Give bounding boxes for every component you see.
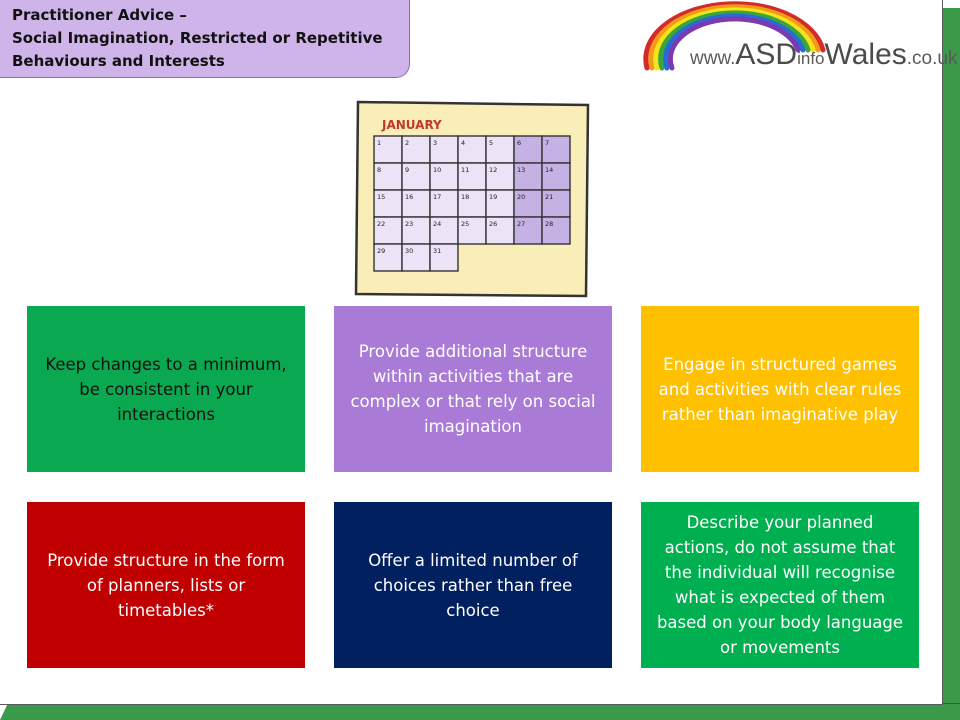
logo-wales: Wales [824,38,907,71]
calendar-day-cell [429,243,459,272]
calendar-day-number: 19 [489,193,497,201]
calendar-day-number: 13 [517,166,525,174]
advice-card-structure-activities: Provide additional structure within acti… [334,306,612,472]
calendar-day-number: 8 [377,166,381,174]
calendar-day-number: 22 [377,220,385,228]
calendar-day-number: 15 [377,193,385,201]
calendar-day-number: 23 [405,220,413,228]
title-line-2: Social Imagination, Restricted or Repeti… [12,29,383,47]
calendar-day-number: 28 [545,220,553,228]
calendar-day-cell [485,162,515,191]
logo-text: www.ASDinfoWales.co.uk [690,38,957,72]
calendar-day-number: 7 [545,139,549,147]
calendar-day-number: 3 [433,139,437,147]
asdinfowales-logo: www.ASDinfoWales.co.uk [640,0,957,72]
calendar-day-number: 30 [405,247,413,255]
advice-card-consistency: Keep changes to a minimum, be consistent… [27,306,305,472]
calendar-day-number: 16 [405,193,413,201]
advice-card-describe-actions: Describe your planned actions, do not as… [641,502,919,668]
rainbow-arc [643,1,826,71]
calendar-day-cell [485,216,515,245]
title-line-1: Practitioner Advice – [12,6,187,24]
advice-card-structured-games: Engage in structured games and activitie… [641,306,919,472]
calendar-day-number: 21 [545,193,553,201]
advice-card-text: Keep changes to a minimum, be consistent… [45,354,287,424]
calendar-day-number: 5 [489,139,493,147]
advice-card-text: Provide additional structure within acti… [350,342,596,436]
calendar-day-number: 20 [517,193,525,201]
calendar-day-cell [401,243,431,272]
advice-card-text: Engage in structured games and activitie… [658,354,902,424]
title-line-3: Behaviours and Interests [12,52,225,70]
calendar-day-cell [513,216,543,245]
calendar-day-number: 31 [433,247,441,255]
calendar-day-number: 29 [377,247,385,255]
calendar-day-number: 10 [433,166,441,174]
rainbow-arc [648,4,821,71]
calendar-day-number: 4 [461,139,465,147]
advice-card-text: Provide structure in the form of planner… [47,550,285,620]
advice-card-limited-choices: Offer a limited number of choices rather… [334,502,612,668]
slide-frame-bottom [0,703,960,720]
calendar-day-number: 17 [433,193,441,201]
logo-couk: .co.uk [906,48,958,69]
logo-asd: ASD [735,38,798,71]
advice-card-text: Offer a limited number of choices rather… [368,550,578,620]
calendar-day-number: 26 [489,220,497,228]
rainbow-icon [643,1,826,71]
advice-card-planners: Provide structure in the form of planner… [27,502,305,668]
logo-info: info [797,49,825,68]
calendar-day-number: 12 [489,166,497,174]
calendar-day-number: 1 [377,139,381,147]
calendar-day-cell [513,162,543,191]
slide-frame-right [934,0,960,720]
calendar-day-number: 25 [461,220,469,228]
title-box: Practitioner Advice – Social Imagination… [0,0,410,78]
rainbow-arc [662,13,806,71]
rainbow-arc [653,7,816,71]
calendar-day-number: 24 [433,220,441,228]
calendar-day-cell [541,216,571,245]
logo-www: www. [690,48,736,69]
calendar-day-number: 9 [405,166,409,174]
advice-card-text: Describe your planned actions, do not as… [656,513,904,657]
calendar-day-number: 2 [405,139,409,147]
calendar-day-number: 14 [545,166,553,174]
calendar-day-cell [401,189,431,218]
rainbow-arc [667,16,801,71]
rainbow-arc [658,10,811,71]
calendar-day-number: 27 [517,220,525,228]
calendar-day-number: 6 [517,139,521,147]
calendar-day-cell [541,135,571,164]
calendar-day-number: 18 [461,193,469,201]
calendar-day-number: 11 [461,166,469,174]
calendar-month: JANUARY [381,118,442,132]
calendar-day-cell [401,162,431,191]
